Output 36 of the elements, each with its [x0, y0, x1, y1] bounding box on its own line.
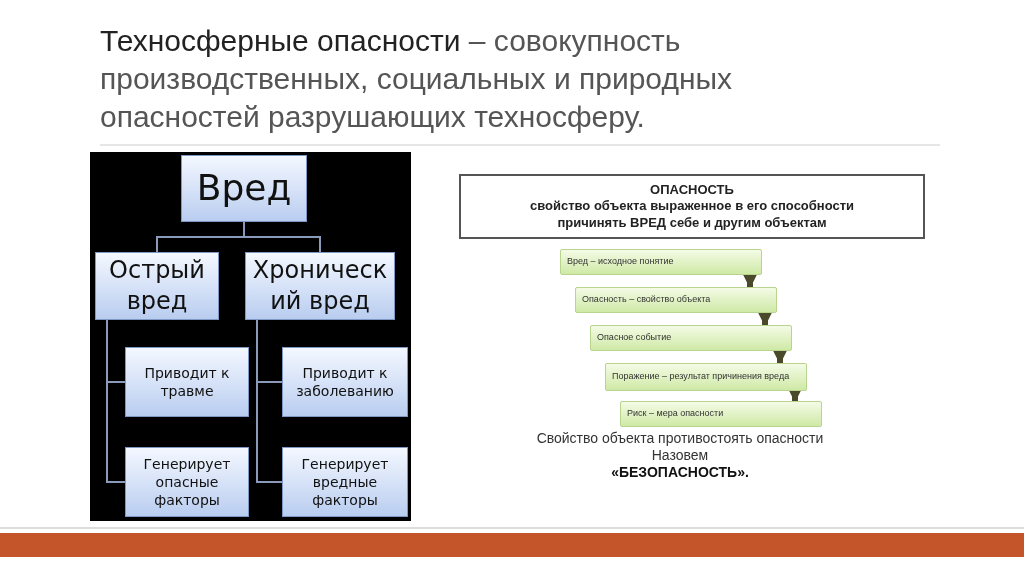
- box-text: Хроническ ий вред: [251, 254, 389, 317]
- step-box: [560, 249, 762, 275]
- arrow: [757, 312, 773, 327]
- box-text: Приводит к травме: [143, 363, 231, 401]
- box-text: Вред: [196, 166, 292, 211]
- box-text: Опасность – свойство объекта: [582, 294, 711, 306]
- box-text: Генерирует опасные факторы: [142, 454, 232, 510]
- box-text: Приводит к заболеванию: [295, 363, 395, 401]
- step-box: [590, 325, 792, 351]
- box-text: Острый вред: [108, 254, 206, 317]
- connector-line: [106, 319, 126, 483]
- definition-box: [459, 174, 925, 239]
- box-text: свойство объекта выраженное в его способности причинять ВРЕД себе и другим объектам: [528, 198, 856, 231]
- box-heading: ОПАСНОСТЬ: [650, 182, 734, 199]
- box-text: Вред – исходное понятие: [567, 256, 674, 268]
- caption-text: «БЕЗОПАСНОСТЬ».: [610, 464, 750, 480]
- caption-text: Свойство объекта противостоять опасности: [535, 430, 825, 446]
- step-box: [575, 287, 777, 313]
- hierarchy-box: [282, 347, 408, 417]
- hierarchy-box: [282, 447, 408, 517]
- arrow: [772, 350, 788, 365]
- box-text: Опасное событие: [597, 332, 672, 344]
- slide-title: Техносферные опасности – совокупность производственных, социальных и природных опасностей разрушающих техносферу.: [100, 23, 734, 135]
- step-box: [605, 363, 807, 391]
- step-box: [620, 401, 822, 427]
- hierarchy-box: [181, 155, 307, 222]
- arrow: [742, 274, 758, 289]
- connector-line: [243, 221, 321, 253]
- box-text: Риск – мера опасности: [627, 408, 724, 420]
- hierarchy-box: [125, 347, 249, 417]
- box-text: Генерирует вредные факторы: [300, 454, 390, 510]
- caption-text: Назовем: [650, 447, 710, 463]
- box-text: Поражение – результат причинения вреда: [612, 371, 790, 383]
- hierarchy-box: [95, 252, 219, 320]
- hierarchy-box: [125, 447, 249, 517]
- connector-line: [256, 319, 283, 483]
